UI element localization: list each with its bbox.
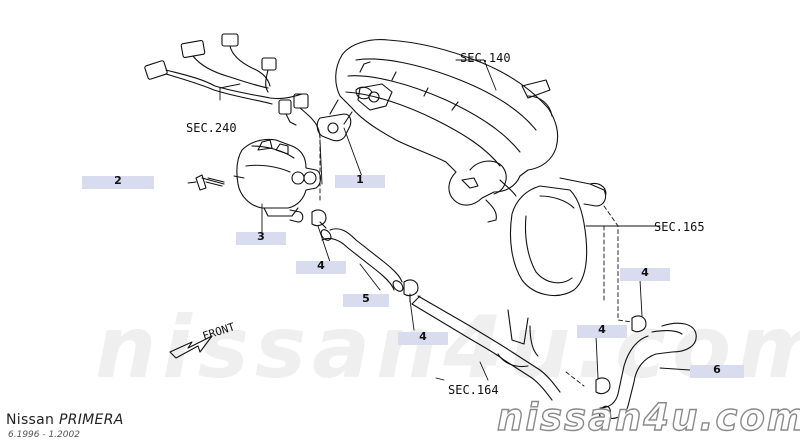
wiring-harness (144, 33, 321, 139)
sec-140-label: SEC.140 (460, 51, 511, 65)
sec-240-label: SEC.240 (186, 121, 237, 135)
callout-5[interactable]: 5 (343, 292, 389, 307)
sec-164-label: SEC.164 (448, 383, 499, 397)
aac-valve (233, 138, 322, 223)
model-title: Nissan PRIMERA (6, 412, 124, 428)
sec-165-label: SEC.165 (654, 220, 705, 234)
callout-3[interactable]: 3 (236, 230, 286, 245)
callout-6[interactable]: 6 (690, 363, 744, 378)
callout-4-a[interactable]: 4 (296, 259, 346, 274)
brand-name: Nissan (6, 412, 55, 428)
front-label: FRONT (201, 320, 237, 343)
callout-2[interactable]: 2 (82, 174, 154, 189)
callout-4-b[interactable]: 4 (398, 330, 448, 345)
callout-4-d[interactable]: 4 (577, 323, 627, 338)
hose (320, 228, 404, 292)
site-logo: nissan4u.com (496, 395, 800, 439)
bolt (195, 174, 225, 191)
intake-tube (509, 177, 607, 296)
clamps (311, 209, 647, 395)
gasket (316, 83, 393, 142)
callout-1[interactable]: 1 (335, 173, 385, 188)
callout-4-c[interactable]: 4 (620, 266, 670, 281)
production-dates: 6.1996 - 1.2002 (8, 430, 80, 440)
pipe (411, 295, 561, 401)
model-name: PRIMERA (58, 412, 124, 428)
front-arrow (169, 335, 213, 359)
hose-6 (599, 322, 697, 421)
